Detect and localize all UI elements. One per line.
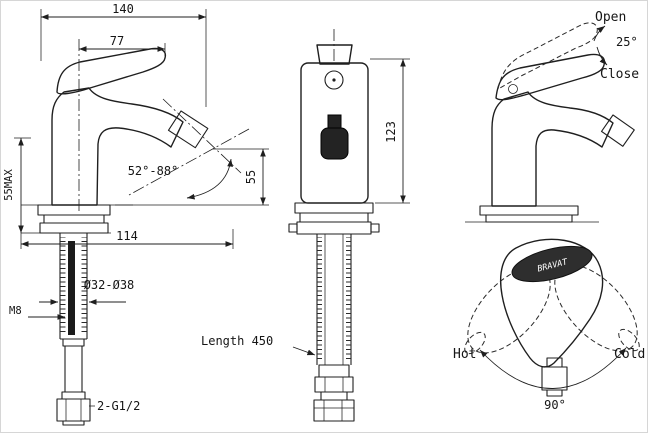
spout-swing-right	[618, 328, 640, 352]
handle-top-view	[499, 238, 604, 368]
lever-closed-position	[495, 53, 606, 101]
dimension-outlet-55: 55	[115, 148, 269, 206]
angle-range-label: 52°-88°	[128, 164, 179, 178]
dim-55max-label: 55MAX	[3, 169, 15, 201]
dim-140-label: 140	[112, 2, 134, 16]
angle-25-label: 25°	[616, 35, 638, 49]
lever-open-position	[497, 22, 598, 90]
spout-swing-left	[464, 331, 486, 355]
spout-top-view	[541, 357, 568, 397]
handle-lever-side	[56, 47, 167, 95]
m8-label: M8	[9, 305, 22, 317]
angle-90-label: 90°	[544, 398, 566, 412]
faucet-body-lever-view	[491, 91, 614, 207]
hose-fittings-front	[313, 364, 355, 422]
dimension-height-123: 123	[370, 58, 410, 204]
threaded-shank-front	[316, 234, 352, 365]
dimension-deck-55max: 55MAX	[3, 137, 31, 233]
handle-rotation-view: BRAVAT 90° Hot Cold	[453, 238, 645, 412]
dimension-handle-77: 77	[79, 34, 166, 56]
hole-diameter-label: Ø32-Ø38	[84, 278, 135, 292]
threaded-shank-side	[59, 233, 88, 340]
button-dot	[332, 78, 336, 82]
hex-nut	[56, 398, 91, 422]
aerator-front	[320, 114, 349, 160]
mounting-deck-side	[21, 204, 133, 234]
dimension-reach-114: 114	[20, 229, 234, 249]
lever-operation-view: Open 25° Close	[465, 10, 639, 223]
lever-pivot	[508, 84, 518, 94]
rotation-annotation: 90° Hot Cold	[453, 347, 645, 412]
close-label: Close	[600, 67, 639, 82]
dim-55-label: 55	[244, 170, 258, 184]
dim-77-label: 77	[110, 34, 124, 48]
front-view: 123 Length 450	[201, 29, 410, 422]
dimension-stud-m8: M8	[9, 305, 65, 320]
dimension-hole-diameter: Ø32-Ø38	[39, 278, 135, 305]
handle-front	[316, 44, 353, 65]
cold-label: Cold	[614, 347, 645, 362]
aerator-lever-view	[600, 114, 635, 147]
hose-length-label: Length 450	[201, 334, 273, 348]
m8-stud	[68, 241, 75, 335]
supply-hose-side	[56, 338, 91, 426]
dim-114-label: 114	[116, 229, 138, 243]
connector-label: 2-G1/2	[97, 399, 140, 413]
brand-cap: BRAVAT	[511, 245, 593, 283]
mounting-deck-lever-view	[465, 205, 599, 223]
side-view: 140 77 55MAX 52°-88° 55	[3, 2, 269, 426]
mounting-deck-front	[288, 202, 380, 235]
open-label: Open	[595, 10, 626, 25]
aerator-side	[167, 110, 209, 149]
dim-123-label: 123	[384, 121, 398, 143]
faucet-body-side	[51, 87, 184, 206]
dimension-overall-140: 140	[40, 2, 207, 107]
hose-length-callout: Length 450	[201, 334, 316, 356]
hot-label: Hot	[453, 347, 476, 362]
dimension-connector-thread: 2-G1/2	[89, 399, 140, 413]
button-front	[324, 70, 344, 90]
open-close-annotation: Open 25° Close	[593, 10, 639, 82]
dimension-angle-range: 52°-88°	[128, 98, 250, 200]
